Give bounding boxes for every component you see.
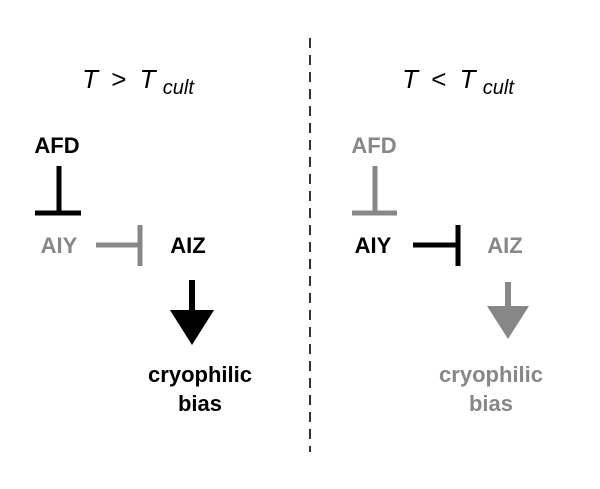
node-aiz: AIZ xyxy=(487,233,522,258)
node-aiy: AIY xyxy=(355,233,392,258)
node-aiy: AIY xyxy=(41,233,78,258)
output-label: cryophilic xyxy=(148,362,252,387)
node-afd: AFD xyxy=(351,133,396,158)
panel-cold: T < T cult AFD AIY AIZ cryophilic bias xyxy=(351,64,543,416)
inhibition-afd-aiy xyxy=(352,166,397,216)
condition-title: T > T cult xyxy=(82,64,195,99)
output-label-line2: bias xyxy=(178,391,222,416)
inhibition-aiy-aiz xyxy=(413,225,461,266)
output-label: cryophilic xyxy=(439,362,543,387)
inhibition-afd-aiy xyxy=(35,166,81,216)
node-afd: AFD xyxy=(34,133,79,158)
node-aiz: AIZ xyxy=(170,233,205,258)
inhibition-aiy-aiz xyxy=(96,225,143,266)
activation-arrow xyxy=(170,280,214,345)
activation-arrow xyxy=(487,282,529,339)
condition-title: T < T cult xyxy=(402,64,515,99)
output-label-line2: bias xyxy=(469,391,513,416)
panel-warm: T > T cult AFD AIY AIZ cryophilic bias xyxy=(34,64,252,416)
